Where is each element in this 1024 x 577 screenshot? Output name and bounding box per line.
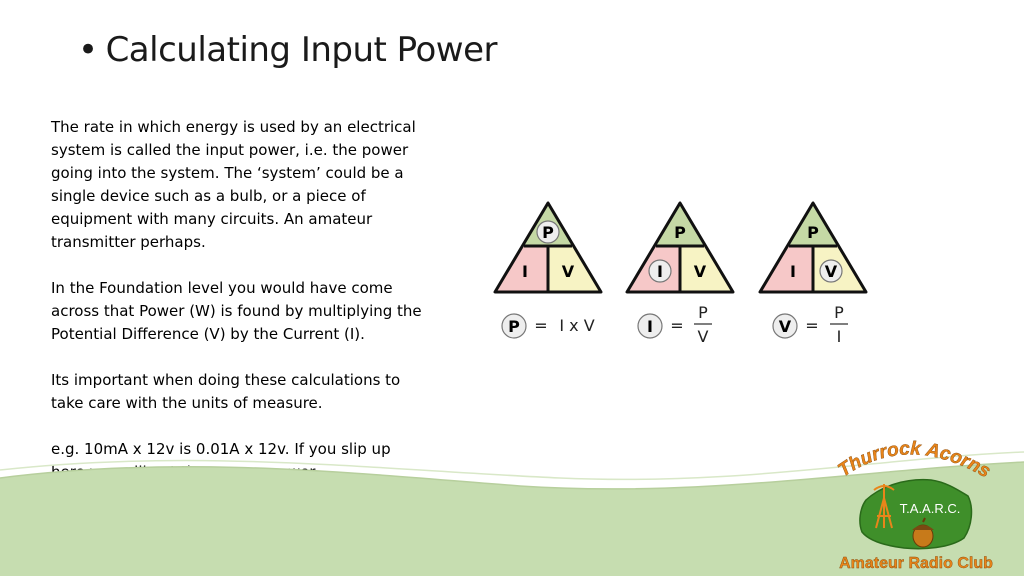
triangle-left-label: I xyxy=(790,262,796,281)
slide-title: •Calculating Input Power xyxy=(78,30,497,70)
triangle-top-section xyxy=(656,203,704,246)
formula-subject: V xyxy=(779,317,792,336)
triangle-left-section xyxy=(495,246,548,292)
highlight-circle xyxy=(819,259,843,283)
triangle-voltage: P I V V = P I xyxy=(757,200,877,350)
triangle-top-label: P xyxy=(807,223,819,242)
triangle-top-label: P xyxy=(542,223,554,242)
logo-badge-text: T.A.A.R.C. xyxy=(900,501,961,516)
paragraph-example: e.g. 10mA x 12v is 0.01A x 12v. If you s… xyxy=(51,440,391,481)
formula-subject-circle xyxy=(637,313,663,339)
club-logo: Thurrock Acorns T.A.A.R.C. Amateur Radio… xyxy=(826,438,1006,573)
title-text: Calculating Input Power xyxy=(105,30,498,70)
paragraph-foundation: In the Foundation level you would have c… xyxy=(51,279,422,343)
title-bullet: • xyxy=(78,30,98,70)
county-map-shape xyxy=(859,478,973,550)
acorn-icon xyxy=(912,517,934,548)
formula-subject-circle xyxy=(772,313,798,339)
body-text: The rate in which energy is used by an e… xyxy=(51,116,423,507)
logo-subtitle: Amateur Radio Club xyxy=(839,555,993,572)
triangle-right-section xyxy=(680,246,733,292)
triangle-left-section xyxy=(760,246,813,292)
triangle-top-label: P xyxy=(674,223,686,242)
triangle-right-label: V xyxy=(562,262,575,281)
formula-numerator: P xyxy=(834,303,844,322)
triangle-right-label: V xyxy=(825,262,838,281)
formula-denominator: I xyxy=(837,327,842,346)
paragraph-definition: The rate in which energy is used by an e… xyxy=(51,118,416,251)
triangle-right-label: V xyxy=(694,262,707,281)
formula-subject: P xyxy=(508,317,520,336)
formula-subject-circle xyxy=(501,313,527,339)
paragraph-units: Its important when doing these calculati… xyxy=(51,371,401,412)
formula-subject: I xyxy=(647,317,653,336)
triangle-right-section xyxy=(548,246,601,292)
triangle-left-label: I xyxy=(657,262,663,281)
triangle-left-label: I xyxy=(522,262,528,281)
highlight-circle xyxy=(648,259,672,283)
formula-numerator: P xyxy=(698,303,708,322)
formula-equals: = xyxy=(670,316,683,335)
triangle-current: P I V I = P V xyxy=(624,200,744,350)
formula-equals: = xyxy=(534,316,547,335)
triangle-power: P I V P = I x V xyxy=(492,200,612,350)
highlight-circle xyxy=(536,220,560,244)
formula-rhs: I x V xyxy=(559,316,594,335)
antenna-icon xyxy=(873,484,895,529)
formula-equals: = xyxy=(805,316,818,335)
logo-arc-text: Thurrock Acorns xyxy=(834,438,993,482)
triangle-top-section xyxy=(789,203,837,246)
formula-denominator: V xyxy=(698,327,709,346)
